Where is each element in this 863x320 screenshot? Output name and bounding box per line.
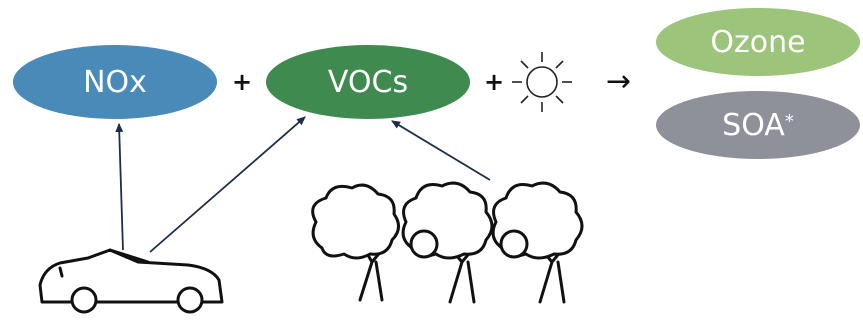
emission-arrows	[115, 116, 491, 253]
soa-ellipse	[656, 91, 860, 159]
nox-ellipse	[13, 45, 217, 119]
vocs-ellipse	[266, 45, 470, 119]
car-to-nox-arrow	[115, 123, 124, 251]
sun-icon	[512, 52, 572, 112]
soa-superscript: *	[784, 110, 794, 132]
car-icon	[38, 248, 224, 314]
trees-to-vocs-arrow	[391, 120, 491, 181]
plus-sign-2: +	[484, 68, 505, 96]
nox-label: NOx	[83, 64, 147, 100]
ozone-label: Ozone	[710, 24, 806, 60]
plus-sign-1: +	[232, 68, 253, 96]
soa-text: SOA	[722, 107, 785, 143]
car-to-vocs-arrow	[149, 116, 306, 253]
yields-arrow: →	[606, 64, 632, 99]
soa-label: SOA*	[656, 91, 860, 159]
trees-icon	[311, 181, 584, 304]
ozone-ellipse	[656, 8, 860, 76]
vocs-label: VOCs	[327, 64, 409, 100]
